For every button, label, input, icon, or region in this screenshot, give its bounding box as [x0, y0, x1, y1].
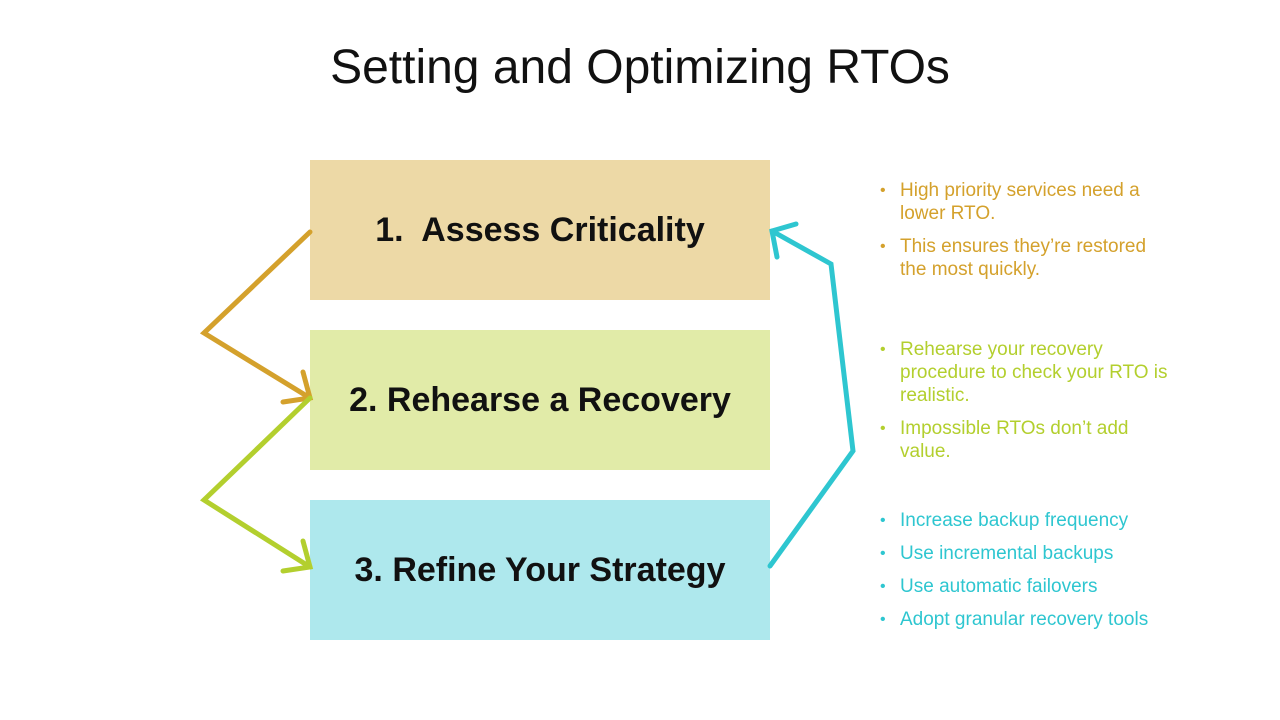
- arrow-rehearse-to-refine: [199, 395, 313, 570]
- step-rehearse-label: 2. Rehearse a Recovery: [349, 380, 731, 419]
- note-text: Rehearse your recovery procedure to chec…: [900, 339, 1168, 406]
- step-rehearse-box: 2. Rehearse a Recovery: [310, 330, 770, 470]
- bullet-icon: •: [880, 545, 886, 562]
- list-item: • Use automatic failovers: [880, 575, 1200, 598]
- list-item: • Adopt granular recovery tools: [880, 608, 1200, 631]
- step-assess-label: 1. Assess Criticality: [375, 210, 705, 249]
- bullet-icon: •: [880, 182, 886, 199]
- note-text: Use incremental backups: [900, 543, 1114, 564]
- bullet-icon: •: [880, 611, 886, 628]
- arrow-assess-to-rehearse: [199, 229, 313, 401]
- arrow-rehearse-to-refine-head: [280, 538, 314, 574]
- bullet-icon: •: [880, 238, 886, 255]
- bullet-icon: •: [880, 578, 886, 595]
- bullet-icon: •: [880, 512, 886, 529]
- page-title: Setting and Optimizing RTOs: [330, 41, 950, 94]
- list-item: • This ensures they’re restored the most …: [880, 235, 1170, 281]
- arrow-assess-to-rehearse-head: [280, 369, 314, 405]
- note-text: High priority services need a lower RTO.: [900, 180, 1140, 224]
- rehearse-notes: • Rehearse your recovery procedure to che…: [880, 338, 1170, 473]
- arrow-refine-to-assess: [767, 228, 856, 569]
- note-text: Use automatic failovers: [900, 576, 1098, 597]
- arrow-refine-to-assess-head: [769, 221, 799, 260]
- step-assess-box: 1. Assess Criticality: [310, 160, 770, 300]
- list-item: • Rehearse your recovery procedure to che…: [880, 338, 1170, 407]
- bullet-icon: •: [880, 420, 886, 437]
- note-text: Increase backup frequency: [900, 510, 1129, 531]
- list-item: • Use incremental backups: [880, 542, 1200, 565]
- note-text: Adopt granular recovery tools: [900, 609, 1149, 630]
- list-item: • High priority services need a lower RTO…: [880, 179, 1170, 225]
- assess-notes: • High priority services need a lower RTO…: [880, 179, 1170, 291]
- list-item: • Increase backup frequency: [880, 509, 1200, 532]
- bullet-icon: •: [880, 341, 886, 358]
- list-item: • Impossible RTOs don’t add value.: [880, 417, 1170, 463]
- step-refine-label: 3. Refine Your Strategy: [354, 550, 726, 589]
- note-text: This ensures they’re restored the most q…: [900, 236, 1147, 280]
- note-text: Impossible RTOs don’t add value.: [900, 418, 1129, 462]
- refine-notes: • Increase backup frequency • Use incremen…: [880, 509, 1200, 641]
- step-refine-box: 3. Refine Your Strategy: [310, 500, 770, 640]
